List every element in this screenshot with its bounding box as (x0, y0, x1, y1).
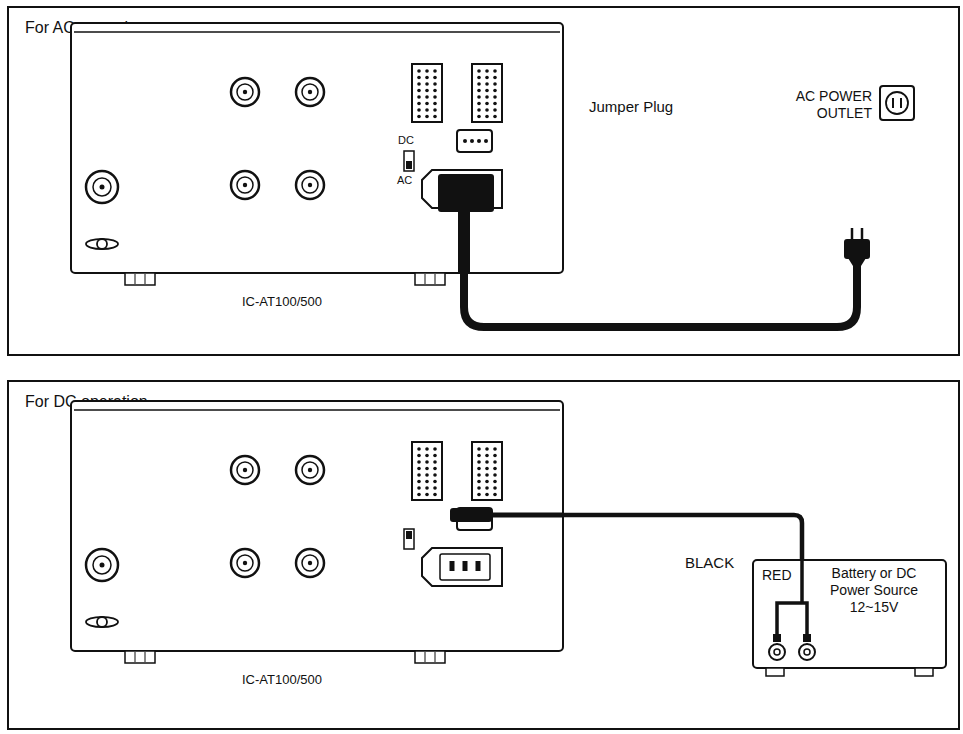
power-cable (564, 515, 802, 559)
power-cable (464, 272, 857, 327)
ac-outlet: AC POWER OUTLET (762, 82, 917, 272)
wire-color-label: BLACK (685, 554, 734, 572)
switch-label: AC (397, 174, 412, 187)
tuner-rear-panel (70, 400, 564, 666)
wire-color-label: RED (762, 567, 792, 584)
outlet-label: AC POWER OUTLET (762, 88, 872, 122)
section-frame: For AC operationIC-AT100/500DCACAC POWER… (7, 6, 960, 356)
part-label: Jumper Plug (589, 98, 673, 116)
tuner-unit: IC-AT100/500DCAC (70, 22, 564, 274)
source-label: Battery or DC Power Source 12~15V (822, 565, 926, 615)
tuner-unit: IC-AT100/500 (70, 400, 564, 652)
model-label: IC-AT100/500 (242, 294, 322, 310)
dc-power-source: RED Battery or DC Power Source 12~15V (752, 559, 947, 669)
switch-label: DC (398, 134, 414, 147)
section-frame: For DC operationIC-AT100/500REDBattery o… (7, 380, 960, 730)
tuner-rear-panel (70, 22, 564, 288)
model-label: IC-AT100/500 (242, 672, 322, 688)
